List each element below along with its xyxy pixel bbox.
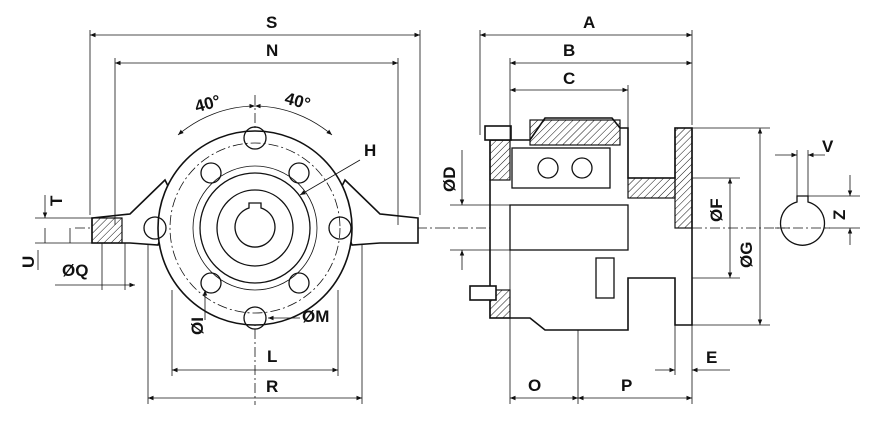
- shaft-bore-with-keyway: [234, 202, 276, 248]
- keyway-view: [775, 150, 860, 246]
- hub-section: [627, 177, 676, 199]
- flange-section: [674, 127, 693, 229]
- dim-V-label: V: [822, 137, 834, 156]
- dim-G-label: ØG: [737, 242, 756, 268]
- dim-P-label: P: [621, 376, 632, 395]
- keyed-shaft: [779, 195, 826, 246]
- dim-U-label: U: [19, 256, 38, 268]
- dim-C-label: C: [563, 69, 575, 88]
- housing-outline: [489, 117, 693, 331]
- side-view: [440, 30, 790, 404]
- housing-section-top-left: [489, 139, 511, 181]
- bearing-pair: [511, 147, 611, 189]
- bolt-circle: [169, 142, 341, 314]
- dim-I-label: ØI: [188, 317, 207, 335]
- shaft-section: [509, 204, 629, 251]
- dim-D-label: ØD: [440, 167, 459, 193]
- hub-outer: [199, 172, 311, 284]
- bolt-head-bottom: [469, 285, 497, 301]
- hub-inner: [216, 189, 294, 267]
- housing-section-top: [529, 119, 621, 146]
- dim-Z-label: Z: [830, 210, 849, 220]
- left-ear-section: [91, 217, 123, 244]
- dim-E-label: E: [706, 348, 717, 367]
- dim-S-label: S: [266, 13, 277, 32]
- dim-M-label: ØM: [302, 307, 329, 326]
- dim-H-label: H: [364, 141, 376, 160]
- bolt-head-top: [484, 125, 512, 141]
- dim-L-label: L: [267, 347, 277, 366]
- front-view: [35, 30, 440, 405]
- inner-ring: [192, 165, 318, 291]
- dim-R-label: R: [266, 377, 278, 396]
- outer-flange: [157, 130, 353, 326]
- dim-F-label: ØF: [707, 198, 726, 222]
- dim-Q-label: ØQ: [62, 261, 88, 280]
- dim-O-label: O: [528, 376, 541, 395]
- dim-B-label: B: [563, 41, 575, 60]
- angle-left-label: 40°: [193, 91, 223, 116]
- dim-N-label: N: [266, 41, 278, 60]
- angle-right-label: 40°: [283, 89, 313, 114]
- dim-A-label: A: [583, 13, 595, 32]
- side-plug: [595, 257, 615, 299]
- dim-T-label: T: [47, 195, 66, 206]
